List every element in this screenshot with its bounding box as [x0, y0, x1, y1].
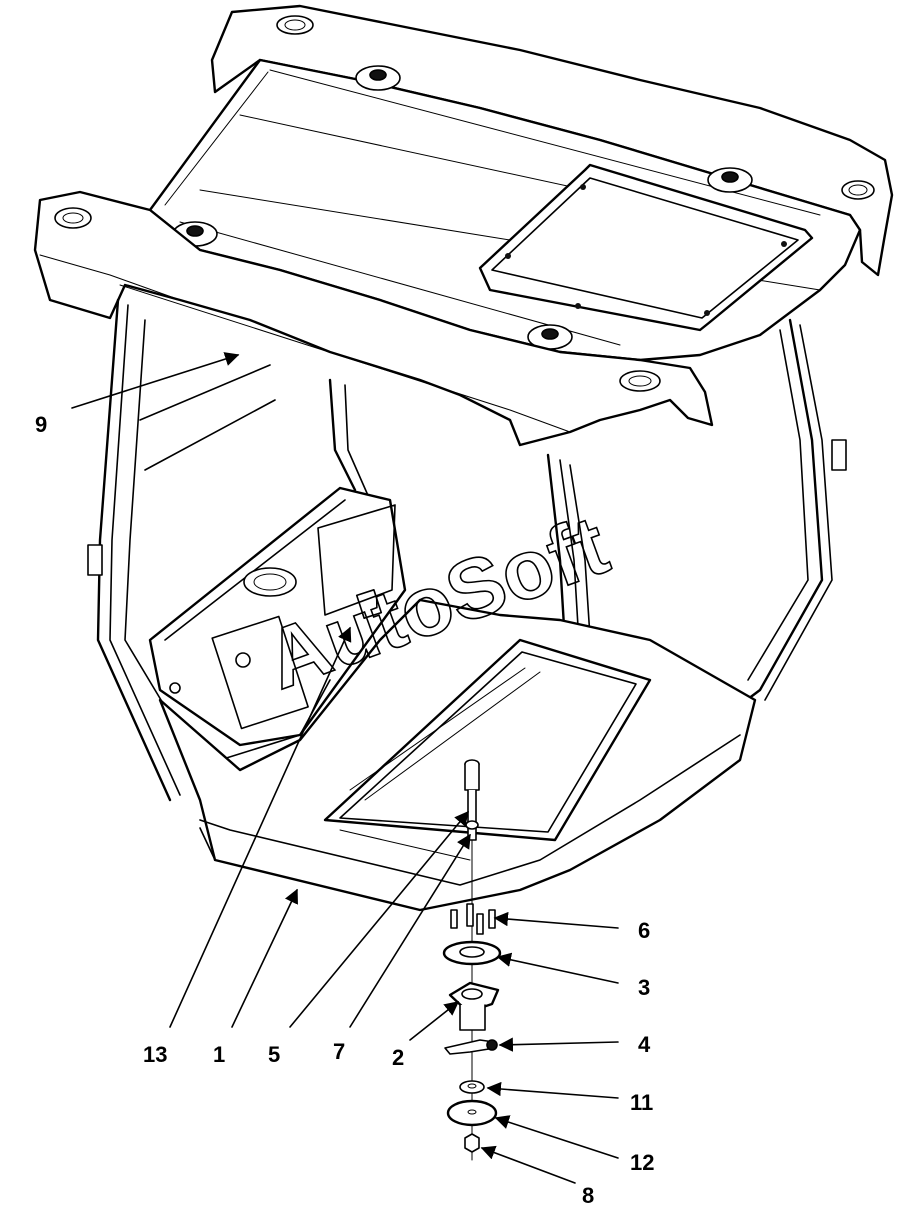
callout-7: 7: [333, 1039, 345, 1064]
roof-assembly: [33, 4, 894, 447]
roof-boss: [355, 65, 401, 91]
callout-5: 5: [268, 1042, 280, 1067]
callout-2: 2: [392, 1045, 404, 1070]
callout-9: 9: [35, 412, 47, 437]
mount-hardware: [442, 759, 502, 1161]
plate-washer: [446, 1099, 498, 1127]
roof-boss: [527, 324, 573, 350]
callout-4: 4: [638, 1032, 651, 1057]
callout-13: 13: [143, 1042, 167, 1067]
callout-12: 12: [630, 1150, 654, 1175]
callout-leaders: [71, 352, 619, 1184]
callout-6: 6: [638, 918, 650, 943]
callout-8: 8: [582, 1183, 594, 1208]
dashboard-console: [148, 486, 407, 761]
mount-ring: [442, 940, 502, 966]
callout-11: 11: [630, 1090, 653, 1115]
screws: [450, 903, 496, 935]
washer: [465, 820, 479, 830]
callout-3: 3: [638, 975, 650, 1000]
washer-small: [459, 1080, 485, 1094]
roof-boss: [707, 167, 753, 193]
callout-labels: 9 6 3 4 11 12 8 13 1 5 7 2: [35, 412, 654, 1208]
roof-hatch: [478, 163, 814, 332]
nut: [464, 1133, 480, 1153]
rubber-mount: [448, 981, 500, 1031]
cab-floor: [158, 598, 757, 912]
callout-1: 1: [213, 1042, 225, 1067]
